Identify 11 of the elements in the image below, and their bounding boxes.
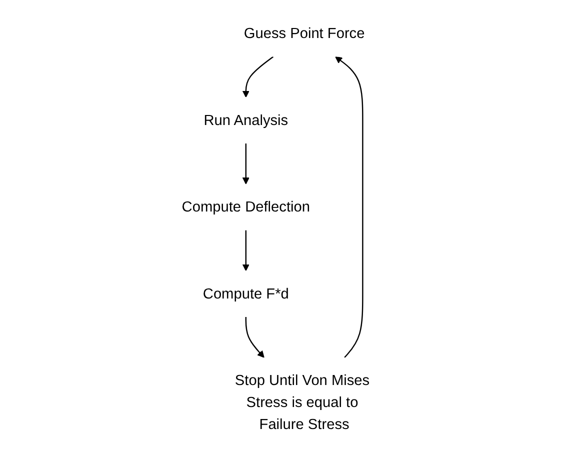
node-text: Guess Point Force — [244, 25, 366, 42]
arrow — [242, 143, 250, 184]
arrow — [335, 56, 364, 358]
node-text: Run Analysis — [204, 112, 288, 128]
arrow — [242, 230, 250, 272]
node-text: Stop Until Von Mises Stress is equal to Failure Stress — [235, 372, 370, 432]
node-text: Compute Deflection — [182, 198, 310, 215]
cycle-diagram: Guess Point Force Run Analysis Compute Deflection Compute F*d Stop Until Von Mises Stress is equal to Failure Stress — [151, 4, 417, 454]
arrow — [242, 56, 274, 98]
node-text: Compute F*d — [203, 285, 290, 302]
arrow — [246, 316, 265, 358]
